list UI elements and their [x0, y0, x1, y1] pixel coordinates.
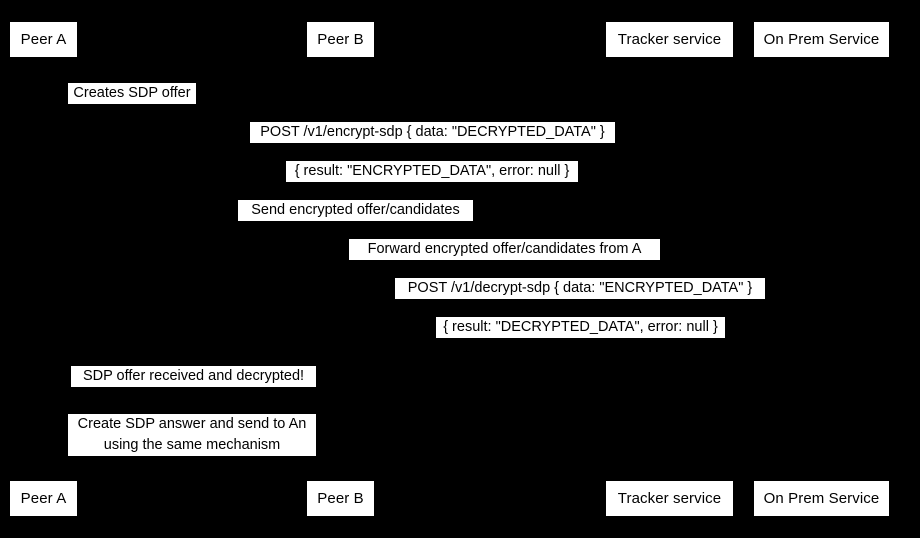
message-label-create-sdp-answer: Create SDP answer and send to An using t… [68, 414, 316, 456]
message-label-creates-sdp-offer: Creates SDP offer [68, 83, 196, 104]
message-label-post-decrypt-sdp: POST /v1/decrypt-sdp { data: "ENCRYPTED_… [395, 278, 765, 299]
participant-footer-tracker-service[interactable]: Tracker service [606, 481, 733, 516]
lifeline-peer-b [340, 57, 341, 481]
message-label-send-encrypted-offer: Send encrypted offer/candidates [238, 200, 473, 221]
participant-footer-on-prem-service[interactable]: On Prem Service [754, 481, 889, 516]
message-label-sdp-offer-received: SDP offer received and decrypted! [71, 366, 316, 387]
participant-header-peer-a[interactable]: Peer A [10, 22, 77, 57]
lifeline-tracker-service [669, 57, 670, 481]
lifeline-peer-a [43, 57, 44, 481]
message-label-create-sdp-answer-line-2: using the same mechanism [103, 437, 281, 453]
participant-footer-peer-b[interactable]: Peer B [307, 481, 374, 516]
message-label-encrypt-sdp-result: { result: "ENCRYPTED_DATA", error: null … [286, 161, 578, 182]
lifeline-on-prem-service [821, 57, 822, 481]
participant-header-peer-b[interactable]: Peer B [307, 22, 374, 57]
participant-footer-peer-a[interactable]: Peer A [10, 481, 77, 516]
message-label-create-sdp-answer-line-1: Create SDP answer and send to An [77, 416, 307, 432]
message-label-post-encrypt-sdp: POST /v1/encrypt-sdp { data: "DECRYPTED_… [250, 122, 615, 143]
message-label-decrypt-sdp-result: { result: "DECRYPTED_DATA", error: null … [436, 317, 725, 338]
participant-header-tracker-service[interactable]: Tracker service [606, 22, 733, 57]
participant-header-on-prem-service[interactable]: On Prem Service [754, 22, 889, 57]
message-label-forward-encrypted-offer: Forward encrypted offer/candidates from … [349, 239, 660, 260]
